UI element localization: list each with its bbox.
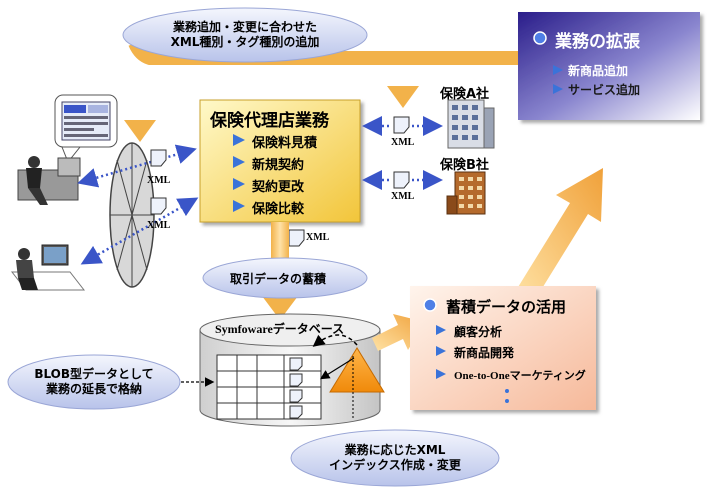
utilization-item-3: One-to-Oneマーケティング [454,370,586,382]
triangle-bullet-icon [233,134,245,146]
xml-doc-icon [289,389,303,403]
agency-box [199,99,361,223]
utilization-item-2: 新商品開発 [454,346,515,360]
accumulation-oval [202,257,368,299]
xml-doc-icon [393,171,410,189]
utilization-box [410,286,596,410]
index-link-arrow [319,357,355,380]
top-oval-line2: XML種別・タグ種別の追加 [170,35,320,49]
xml-doc-icon [288,229,305,247]
triangle-bullet-icon [436,325,446,335]
xml-doc-icon [289,373,303,387]
utilization-item-1: 顧客分析 [454,325,503,339]
triangle-bullet-icon [233,200,245,212]
data-table-grid [216,354,322,420]
expansion-arrow [515,168,603,303]
xml-doc-icon [289,357,303,371]
expansion-box [518,12,700,120]
building-b-icon [446,171,486,215]
building-a-icon [447,99,495,149]
blob-oval [7,354,181,410]
utilization-bullet-icon [423,298,437,312]
index-curve-arrow [312,334,358,347]
triangle-bullet-icon [553,65,563,75]
network-disc [109,142,155,288]
triangle-bullet-icon [553,84,563,94]
agency-item-1: 保険料見積 [252,136,318,151]
expansion-item-2: サービス追加 [568,83,641,97]
agency-item-2: 新規契約 [252,158,305,173]
index-oval-line1: 業務に応じたXML [344,443,446,457]
top-oval [122,7,368,63]
link-arrow-bottom-left [80,197,199,265]
triangle-bullet-icon [436,369,446,379]
index-oval-text: 業務に応じたXML インデックス作成・変更 [300,443,490,473]
xml-label-center: XML [306,232,330,243]
xml-doc-icon [150,197,167,215]
triangle-bullet-icon [233,156,245,168]
xml-doc-icon [393,116,410,134]
index-oval [290,429,500,487]
company-b-label: 保険B社 [440,158,489,173]
link-arrow-top-left [77,144,197,188]
user-terminal-bottom [10,244,86,291]
top-oval-line1: 業務追加・変更に合わせた [172,20,317,34]
ellipsis-dot [505,399,509,403]
agency-item-3: 契約更改 [252,180,305,195]
ellipsis-dot [505,389,509,393]
expansion-bullet-icon [533,31,547,45]
blob-oval-line1: BLOB型データとして [34,367,154,381]
expansion-item-1: 新商品追加 [568,64,629,78]
xml-label-right-bottom: XML [391,191,415,202]
company-a-label: 保険A社 [440,87,490,102]
database-label: Symfowareデータベース [215,322,345,336]
accumulation-oval-text: 取引データの蓄積 [230,272,327,286]
triangle-bullet-icon [436,346,446,356]
xml-label-left-bottom: XML [147,220,171,231]
blob-oval-text: BLOB型データとして 業務の延長で格納 [12,367,176,397]
expansion-title: 業務の拡張 [555,32,640,52]
user-terminal-top [17,94,118,205]
xml-label-right-top: XML [391,137,415,148]
top-oval-text: 業務追加・変更に合わせた XML種別・タグ種別の追加 [150,20,340,50]
agency-item-4: 保険比較 [252,202,305,217]
triangle-bullet-icon [233,178,245,190]
utilization-title: 蓄積データの活用 [446,298,567,316]
index-oval-line2: インデックス作成・変更 [329,458,461,472]
xml-label-left-top: XML [147,175,171,186]
xml-doc-icon [289,405,303,419]
agency-title: 保険代理店業務 [210,111,329,131]
index-triangle-icon [329,347,385,393]
xml-doc-icon [150,149,167,167]
blob-oval-line2: 業務の延長で格納 [45,382,142,396]
